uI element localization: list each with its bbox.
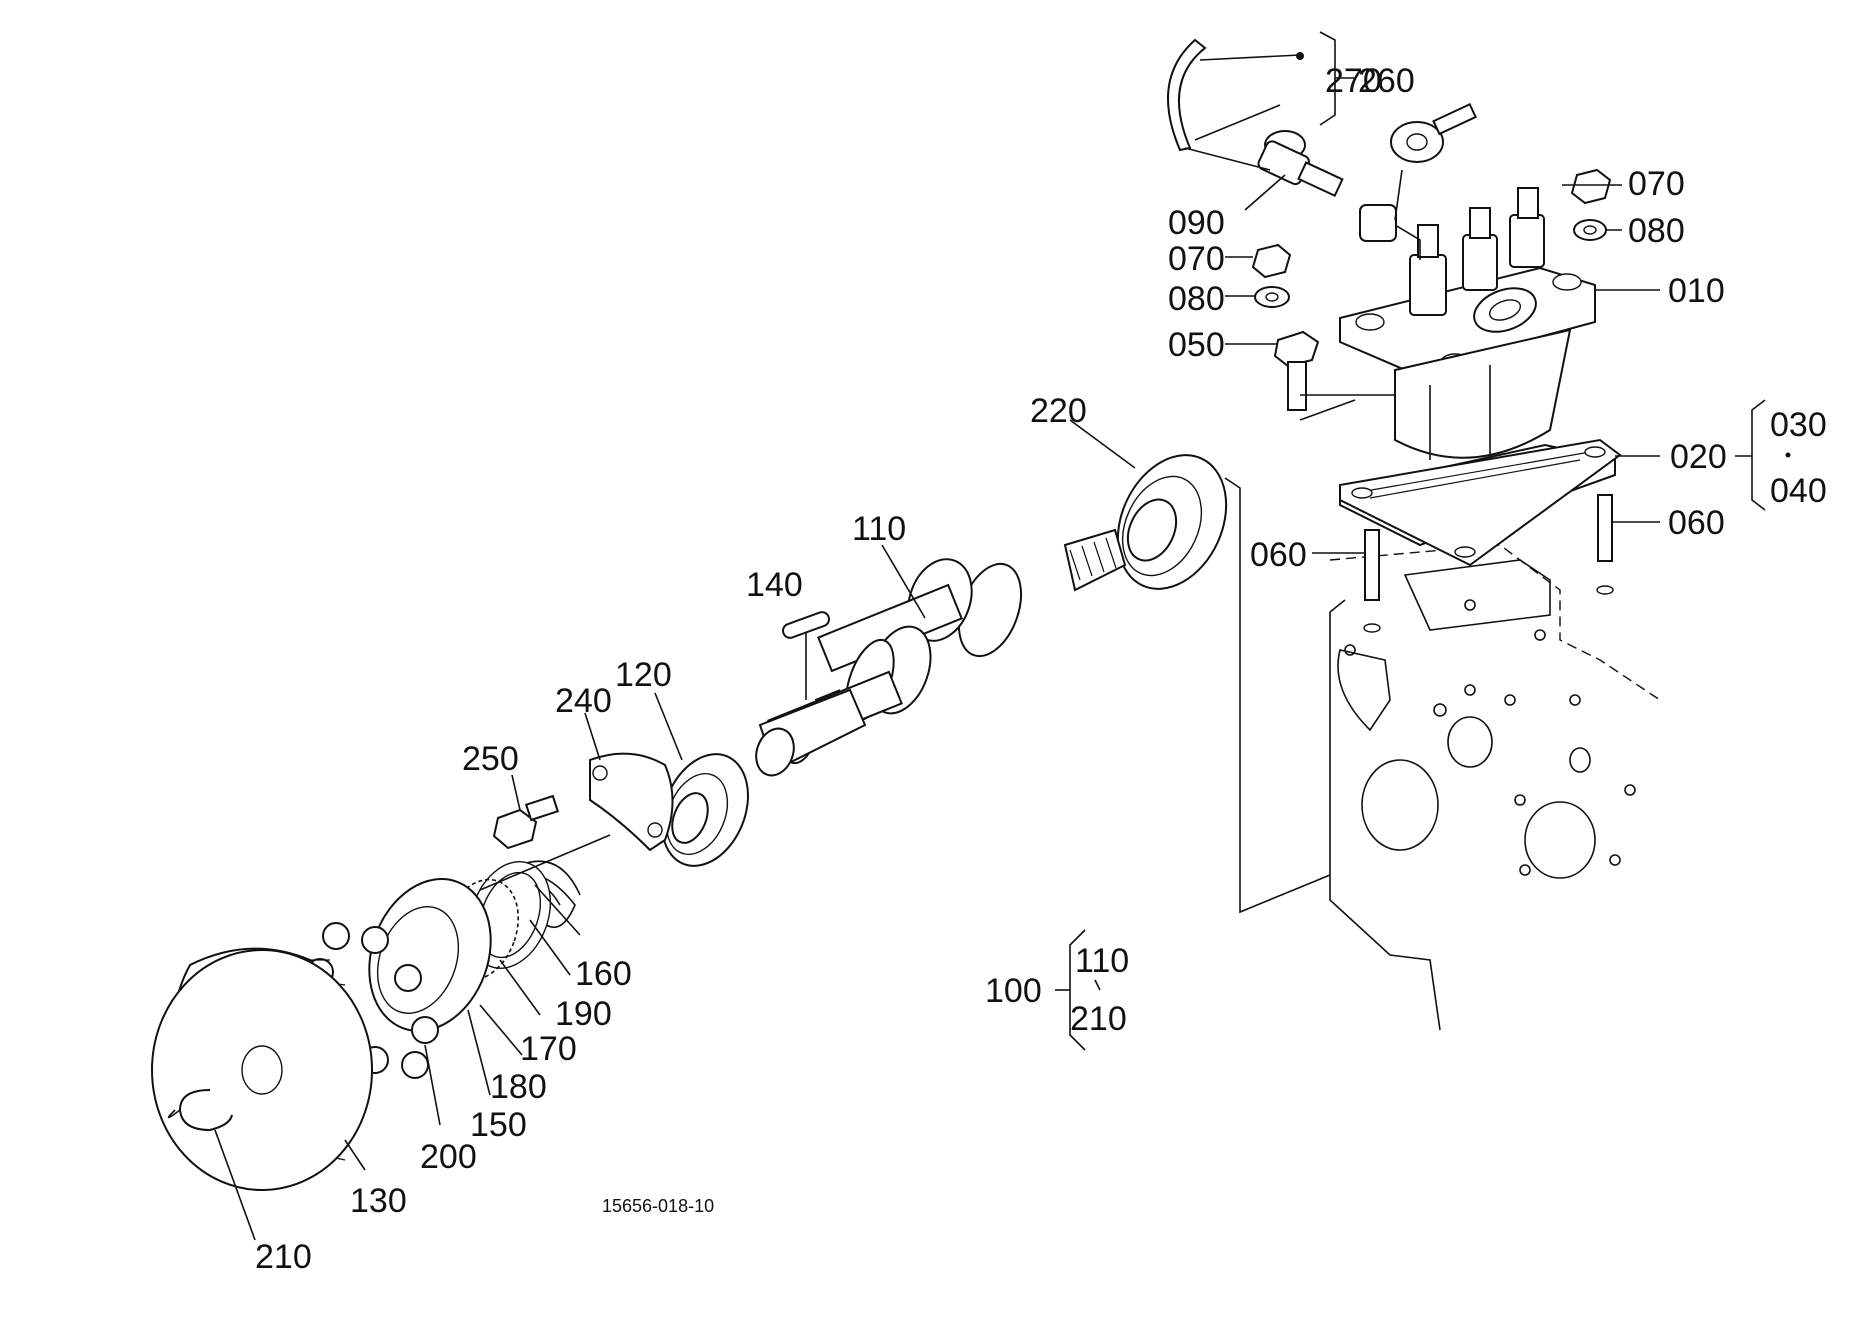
leader-270: [1194, 104, 1281, 141]
drawing-number: 15656-018-10: [602, 1196, 714, 1216]
governor-sleeve-150: [368, 878, 492, 1032]
gasket-020: [1339, 438, 1622, 567]
label-220: 220: [1030, 392, 1087, 430]
label-070-right: 070: [1628, 165, 1685, 203]
engine-case: [1329, 544, 1661, 1031]
key-140: [782, 611, 830, 639]
label-240: 240: [555, 682, 612, 720]
label-100: 100: [985, 972, 1042, 1010]
nut-070-right: [1570, 168, 1612, 205]
leader-220-case: [1224, 477, 1331, 914]
label-020: 020: [1670, 438, 1727, 476]
label-050: 050: [1168, 326, 1225, 364]
label-260: 260: [1358, 62, 1415, 100]
balls-200: [306, 922, 439, 1079]
label-250: 250: [462, 740, 519, 778]
stud-060-right: [1596, 494, 1614, 595]
retainer-240: [589, 752, 674, 852]
label-120: 120: [615, 656, 672, 694]
nut-070-left: [1251, 243, 1292, 279]
bolt-250: [492, 794, 560, 850]
label-080-left: 080: [1168, 280, 1225, 318]
camshaft-110: [755, 528, 1127, 777]
bolt-050: [1273, 330, 1320, 411]
label-160: 160: [575, 955, 632, 993]
label-080-right: 080: [1628, 212, 1685, 250]
label-030: 030: [1770, 406, 1827, 444]
label-140: 140: [746, 566, 803, 604]
label-100-210: 210: [1070, 1000, 1127, 1038]
gear-130: [151, 947, 373, 1191]
label-100-110: 110: [1075, 942, 1129, 980]
circlip-210: [167, 1089, 233, 1132]
label-040: 040: [1770, 472, 1827, 510]
banjo-fitting: [1359, 102, 1477, 260]
label-060-right: 060: [1668, 504, 1725, 542]
label-090: 090: [1168, 204, 1225, 242]
label-130: 130: [350, 1182, 407, 1220]
label-110: 110: [852, 510, 906, 548]
label-070-left: 070: [1168, 240, 1225, 278]
bearing-120: [661, 753, 749, 867]
bearing-220: [1116, 454, 1228, 590]
overflow-pipe-260: [1167, 38, 1304, 171]
label-190: 190: [555, 995, 612, 1033]
label-170: 170: [520, 1030, 577, 1068]
banjo-bolt-090: [1257, 130, 1344, 198]
label-180: 180: [490, 1068, 547, 1106]
label-150: 150: [470, 1106, 527, 1144]
label-200: 200: [420, 1138, 477, 1176]
label-010: 010: [1668, 272, 1725, 310]
stud-060-left: [1363, 529, 1381, 633]
label-270: 270: [1325, 62, 1382, 100]
ball-retainer-180: [440, 878, 520, 982]
washer-080-right: [1573, 219, 1607, 241]
washer-080-left: [1254, 286, 1290, 308]
label-060-left: 060: [1250, 536, 1307, 574]
label-210: 210: [255, 1238, 312, 1276]
